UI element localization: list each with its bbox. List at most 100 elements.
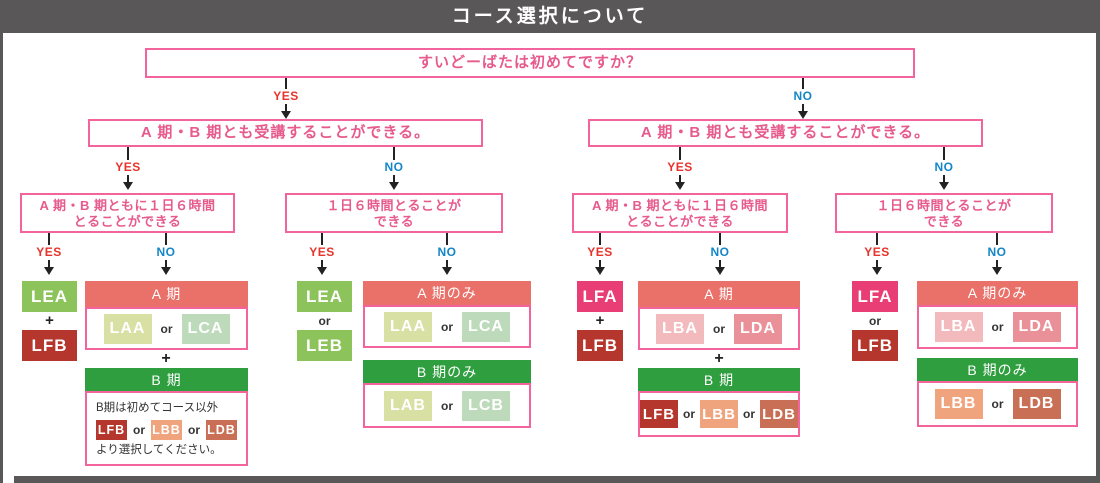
course-code-lfb: LFB	[640, 400, 678, 428]
period-a-only-group-2: A 期のみ LBA or LDA	[917, 281, 1078, 349]
yes-label: YES	[36, 245, 62, 259]
connector-line	[48, 233, 50, 245]
course-code-lcb: LCB	[462, 390, 510, 421]
period-b-only-options: LBB or LDB	[917, 381, 1078, 427]
arrow-down-icon	[798, 104, 808, 119]
period-a-header: A 期	[85, 281, 248, 307]
plus-label: +	[45, 312, 54, 329]
arrow-down-icon	[389, 175, 399, 190]
course-code-lfb: LFB	[22, 330, 77, 361]
or-label: or	[160, 321, 173, 336]
question-line: A 期・B 期ともに１日６時間	[39, 198, 216, 213]
course-code-lfa: LFA	[577, 281, 623, 312]
course-code-leb: LEB	[297, 330, 352, 361]
course-code-lbb: LBB	[700, 400, 738, 428]
question-6hours-both-1: A 期・B 期ともに１日６時間 とることができる	[20, 193, 235, 233]
connector-line	[446, 233, 448, 245]
frame-border-bottom	[14, 476, 1100, 483]
frame-border-right	[1096, 33, 1100, 483]
course-code-lfb: LFB	[96, 420, 127, 441]
question-6hours-2: １日６時間とることが できる	[835, 193, 1053, 233]
connector-line	[679, 147, 681, 160]
connector-line	[393, 147, 395, 160]
course-code-laa: LAA	[103, 313, 152, 344]
period-b-group-2: B 期 LFB or LBB or LDB	[638, 368, 800, 437]
course-code-lea: LEA	[22, 281, 77, 312]
connector-line	[876, 233, 878, 245]
note-code-row: LFB or LBB or LDB	[96, 420, 237, 441]
arrow-down-icon	[442, 260, 452, 275]
note-line-1: B期は初めてコース以外	[96, 402, 219, 414]
no-label: NO	[793, 89, 813, 103]
or-label: or	[869, 314, 881, 328]
course-code-lfa: LFA	[852, 281, 898, 312]
or-label: or	[991, 397, 1004, 411]
course-code-lbb: LBB	[934, 389, 983, 419]
period-b-header: B 期	[638, 368, 800, 391]
arrow-down-icon	[317, 260, 327, 275]
arrow-down-icon	[161, 260, 171, 275]
or-label: or	[991, 320, 1004, 334]
plus-label: +	[161, 350, 171, 367]
course-code-ldb: LDB	[1012, 389, 1061, 419]
period-a-header: A 期	[638, 281, 800, 307]
course-code-lfb: LFB	[852, 330, 898, 361]
yes-label: YES	[864, 245, 890, 259]
period-b-only-header: B 期のみ	[917, 358, 1078, 381]
result-stack-lea-plus-lfb: LEA + LFB	[22, 281, 77, 361]
course-code-lba: LBA	[934, 312, 983, 342]
period-a-group-1: A 期 LAA or LCA	[85, 281, 248, 350]
period-a-options: LAA or LCA	[85, 307, 248, 350]
connector-line	[719, 233, 721, 245]
period-a-options: LBA or LDA	[638, 307, 800, 350]
period-b-options: LFB or LBB or LDB	[638, 391, 800, 437]
connector-line	[285, 78, 287, 89]
arrow-down-icon	[715, 260, 725, 275]
period-a-only-group-1: A 期のみ LAA or LCA	[363, 281, 531, 348]
connector-line	[996, 233, 998, 245]
course-code-lab: LAB	[384, 390, 432, 421]
result-stack-lfa-or-lfb: LFA or LFB	[852, 281, 898, 361]
course-code-ldb: LDB	[206, 420, 237, 441]
course-code-lca: LCA	[181, 313, 230, 344]
yes-label: YES	[273, 89, 299, 103]
period-b-only-header: B 期のみ	[363, 360, 531, 383]
period-b-only-group-1: B 期のみ LAB or LCB	[363, 360, 531, 428]
arrow-down-icon	[44, 260, 54, 275]
question-6hours-1: １日６時間とることが できる	[285, 193, 503, 233]
question-line: １日６時間とることが	[326, 198, 462, 213]
course-code-lda: LDA	[734, 313, 782, 344]
plus-label: +	[714, 350, 724, 367]
period-b-only-group-2: B 期のみ LBB or LDB	[917, 358, 1078, 427]
arrow-down-icon	[123, 175, 133, 190]
arrow-down-icon	[595, 260, 605, 275]
period-b-note: B期は初めてコース以外 LFB or LBB or LDB より選択してください…	[85, 391, 248, 466]
no-label: NO	[437, 245, 457, 259]
connector-line	[127, 147, 129, 160]
arrow-down-icon	[281, 104, 291, 119]
connector-line	[943, 147, 945, 160]
period-a-only-options: LAA or LCA	[363, 305, 531, 348]
connector-line	[165, 233, 167, 245]
course-code-laa: LAA	[384, 311, 432, 342]
no-label: NO	[710, 245, 730, 259]
arrow-down-icon	[939, 175, 949, 190]
or-label: or	[713, 321, 725, 336]
no-label: NO	[987, 245, 1007, 259]
course-code-lea: LEA	[297, 281, 352, 312]
course-code-lfb: LFB	[577, 330, 623, 361]
result-stack-lfa-plus-lfb: LFA + LFB	[577, 281, 623, 361]
or-label: or	[441, 319, 453, 334]
course-code-ldb: LDB	[760, 400, 798, 428]
course-code-lba: LBA	[656, 313, 704, 344]
yes-label: YES	[587, 245, 613, 259]
question-6hours-both-2: A 期・B 期ともに１日６時間 とることができる	[572, 193, 788, 233]
period-a-only-header: A 期のみ	[363, 281, 531, 305]
connector-line	[802, 78, 804, 89]
period-a-group-2: A 期 LBA or LDA	[638, 281, 800, 350]
page-title: コース選択について	[0, 0, 1100, 33]
or-label: or	[441, 398, 453, 413]
no-label: NO	[156, 245, 176, 259]
yes-label: YES	[309, 245, 335, 259]
